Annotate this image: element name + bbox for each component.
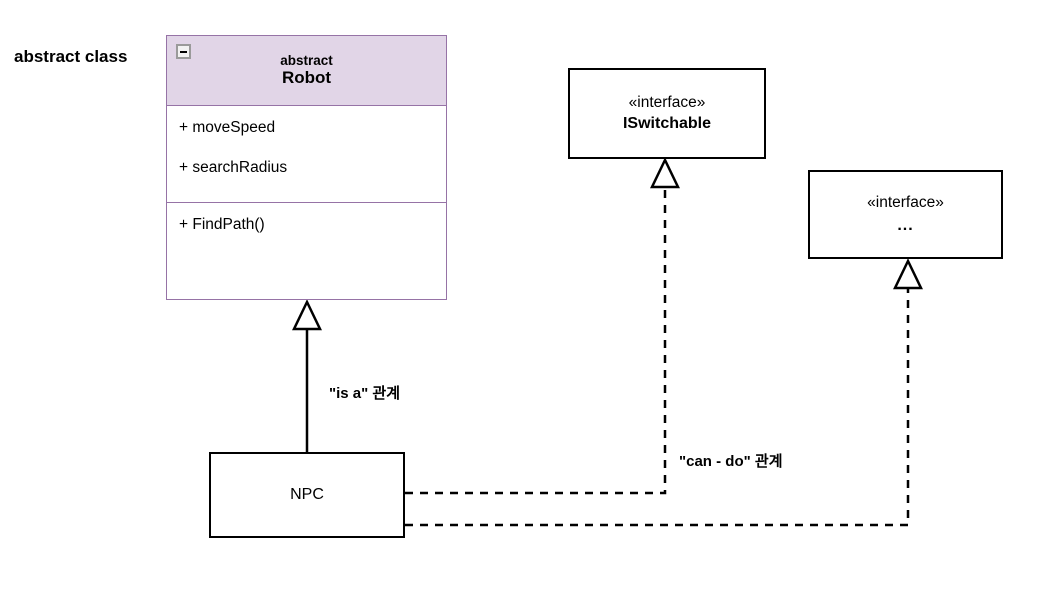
class-stereotype-robot: abstract	[280, 52, 333, 68]
class-attributes-compartment: + moveSpeed + searchRadius	[167, 106, 446, 203]
class-header-robot: abstract Robot	[167, 36, 446, 106]
annotation-is-a-relation: "is a" 관계	[329, 385, 401, 402]
class-node-robot[interactable]: abstract Robot + moveSpeed + searchRadiu…	[166, 35, 447, 300]
interface-name-iswitchable: ISwitchable	[622, 115, 712, 133]
class-attribute: + moveSpeed	[179, 119, 276, 136]
annotation-abstract-class: abstract class	[14, 47, 128, 66]
annotation-can-do-relation: "can - do" 관계	[679, 453, 783, 470]
interface-node-iswitchable[interactable]: «interface» ISwitchable	[568, 68, 766, 159]
interface-stereotype: «interface»	[867, 193, 944, 211]
class-attribute: + searchRadius	[179, 159, 288, 176]
class-name-npc: NPC	[290, 486, 324, 503]
class-name-robot: Robot	[281, 68, 332, 88]
interface-node-placeholder[interactable]: «interface» ...	[808, 170, 1003, 259]
class-operations-compartment: + FindPath()	[167, 203, 446, 299]
class-operation: + FindPath()	[179, 216, 265, 233]
interface-name-placeholder: ...	[897, 217, 914, 235]
realization-npc-to-interface2	[405, 258, 923, 527]
class-node-npc[interactable]: NPC	[209, 452, 405, 538]
generalization-npc-to-robot	[292, 299, 322, 452]
interface-stereotype: «interface»	[628, 93, 706, 111]
minus-icon[interactable]	[176, 44, 191, 59]
